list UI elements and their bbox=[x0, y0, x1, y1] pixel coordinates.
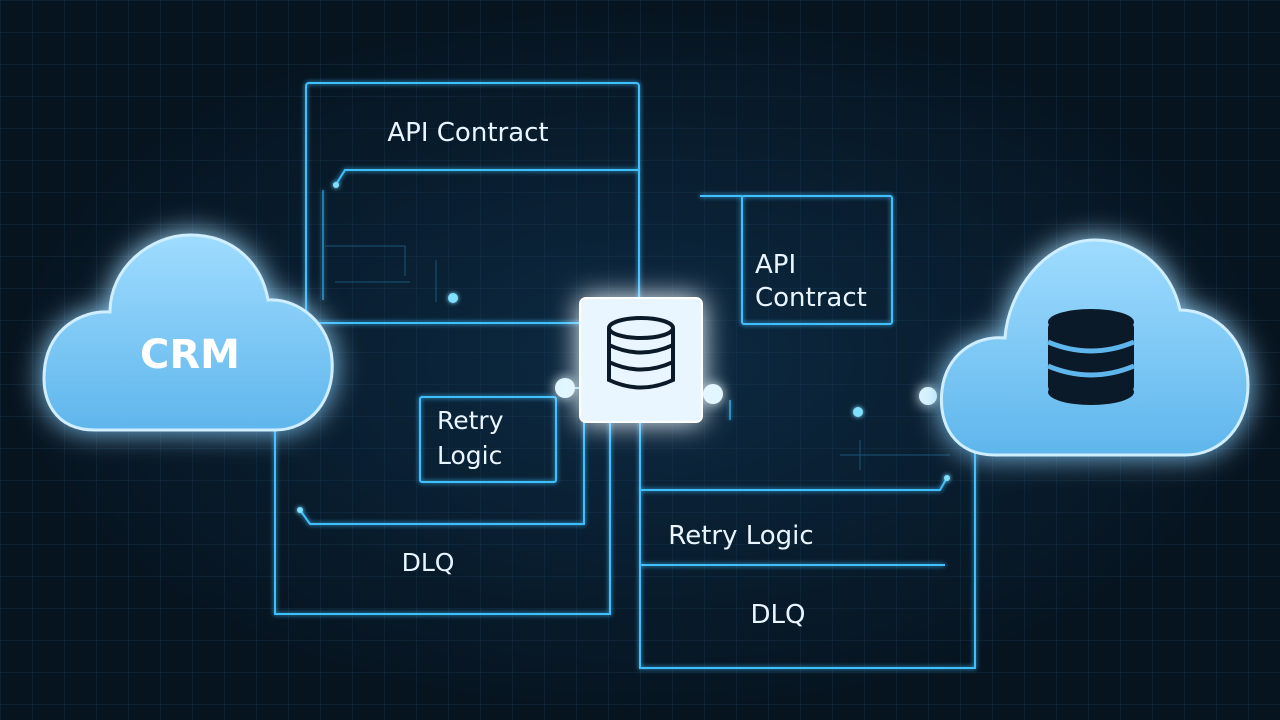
connection-nodes bbox=[555, 378, 937, 405]
retry-logic-left-line2: Logic bbox=[437, 441, 502, 470]
api-contract-top-label: API Contract bbox=[387, 118, 548, 148]
database-icon bbox=[607, 316, 675, 390]
dlq-left-panel bbox=[274, 420, 611, 615]
node-target bbox=[919, 387, 937, 405]
node-right bbox=[703, 384, 723, 404]
crm-cloud: CRM bbox=[42, 233, 334, 432]
small-dots bbox=[297, 182, 950, 513]
panel-detail-lines bbox=[325, 245, 950, 470]
database-icon bbox=[1047, 309, 1135, 405]
retry-logic-left-line1: Retry bbox=[437, 406, 504, 435]
dlq-right-label: DLQ bbox=[751, 600, 806, 630]
crm-label: CRM bbox=[140, 332, 240, 378]
api-contract-right-panel bbox=[741, 195, 893, 325]
api-contract-right-line2: Contract bbox=[755, 283, 867, 313]
retry-logic-left-panel bbox=[419, 396, 557, 483]
target-cloud bbox=[939, 238, 1250, 457]
retry-logic-right-label: Retry Logic bbox=[668, 521, 813, 551]
panel-frames bbox=[274, 82, 976, 669]
node-left bbox=[555, 378, 575, 398]
retry-logic-right-connector bbox=[640, 475, 949, 491]
hub bbox=[579, 297, 703, 423]
dlq-left-connector bbox=[299, 420, 585, 525]
api-contract-top-connector bbox=[334, 169, 639, 187]
dlq-left-label: DLQ bbox=[402, 548, 455, 577]
dlq-right-panel bbox=[639, 420, 976, 669]
api-contract-right-line1: API bbox=[755, 250, 796, 280]
